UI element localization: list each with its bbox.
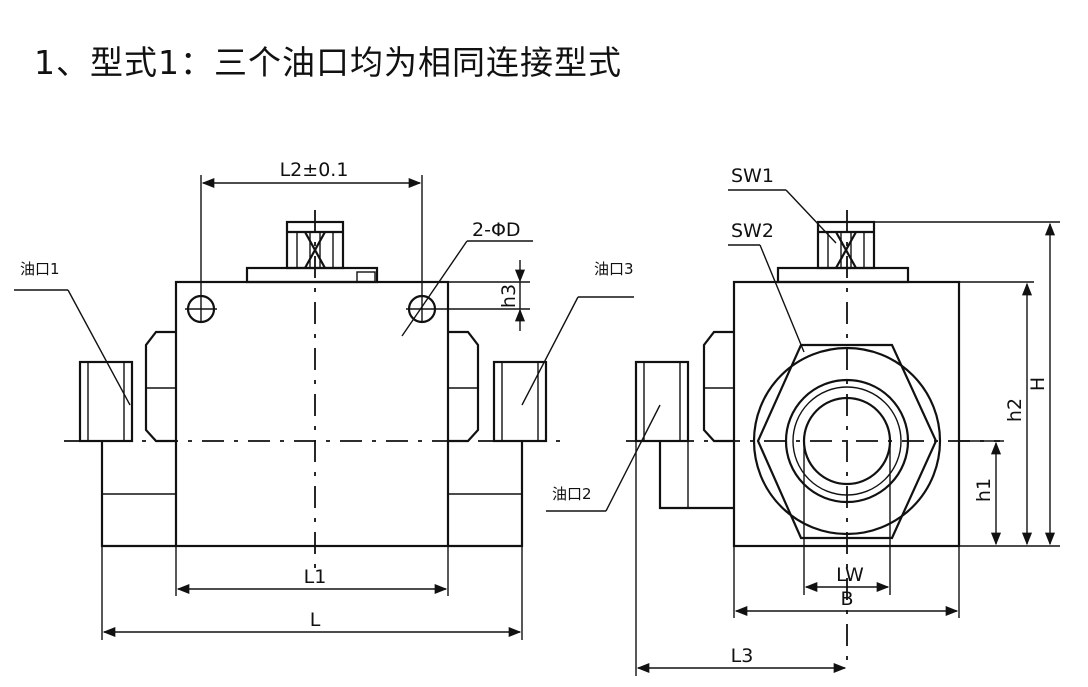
dim-h-label: H [1027, 377, 1049, 391]
dim-l2-label: L2±0.1 [280, 159, 349, 181]
dim-sw1-label: SW1 [731, 165, 774, 187]
dim-h3-label: h3 [498, 284, 520, 308]
port2-label: 油口2 [552, 485, 592, 503]
port3-label: 油口3 [594, 260, 634, 278]
dim-sw2-label: SW2 [731, 220, 774, 242]
dim-l3-label: L3 [731, 645, 754, 667]
front-stem [245, 220, 379, 284]
dim-b-label: B [840, 588, 853, 610]
dim-h2-label: h2 [1004, 398, 1026, 422]
side-stem [776, 220, 910, 284]
dim-h1-label: h1 [973, 478, 995, 502]
side-view: SW1 SW2 H h2 h1 LW B L3 油口2 [546, 165, 1060, 676]
front-body [174, 280, 450, 548]
dim-l1-label: L1 [304, 566, 327, 588]
port1-label: 油口1 [20, 260, 60, 278]
side-left-port [634, 330, 734, 510]
dim-lw-label: LW [836, 564, 864, 586]
front-view: L2±0.1 2-ΦD h3 油口1 油口3 L1 L [14, 159, 634, 640]
front-left-port [78, 330, 176, 548]
front-right-port [448, 330, 548, 548]
dim-hole-label: 2-ΦD [472, 219, 521, 241]
diagram-title: 1、型式1：三个油口均为相同连接型式 [34, 43, 622, 82]
dim-l-label: L [310, 609, 321, 631]
